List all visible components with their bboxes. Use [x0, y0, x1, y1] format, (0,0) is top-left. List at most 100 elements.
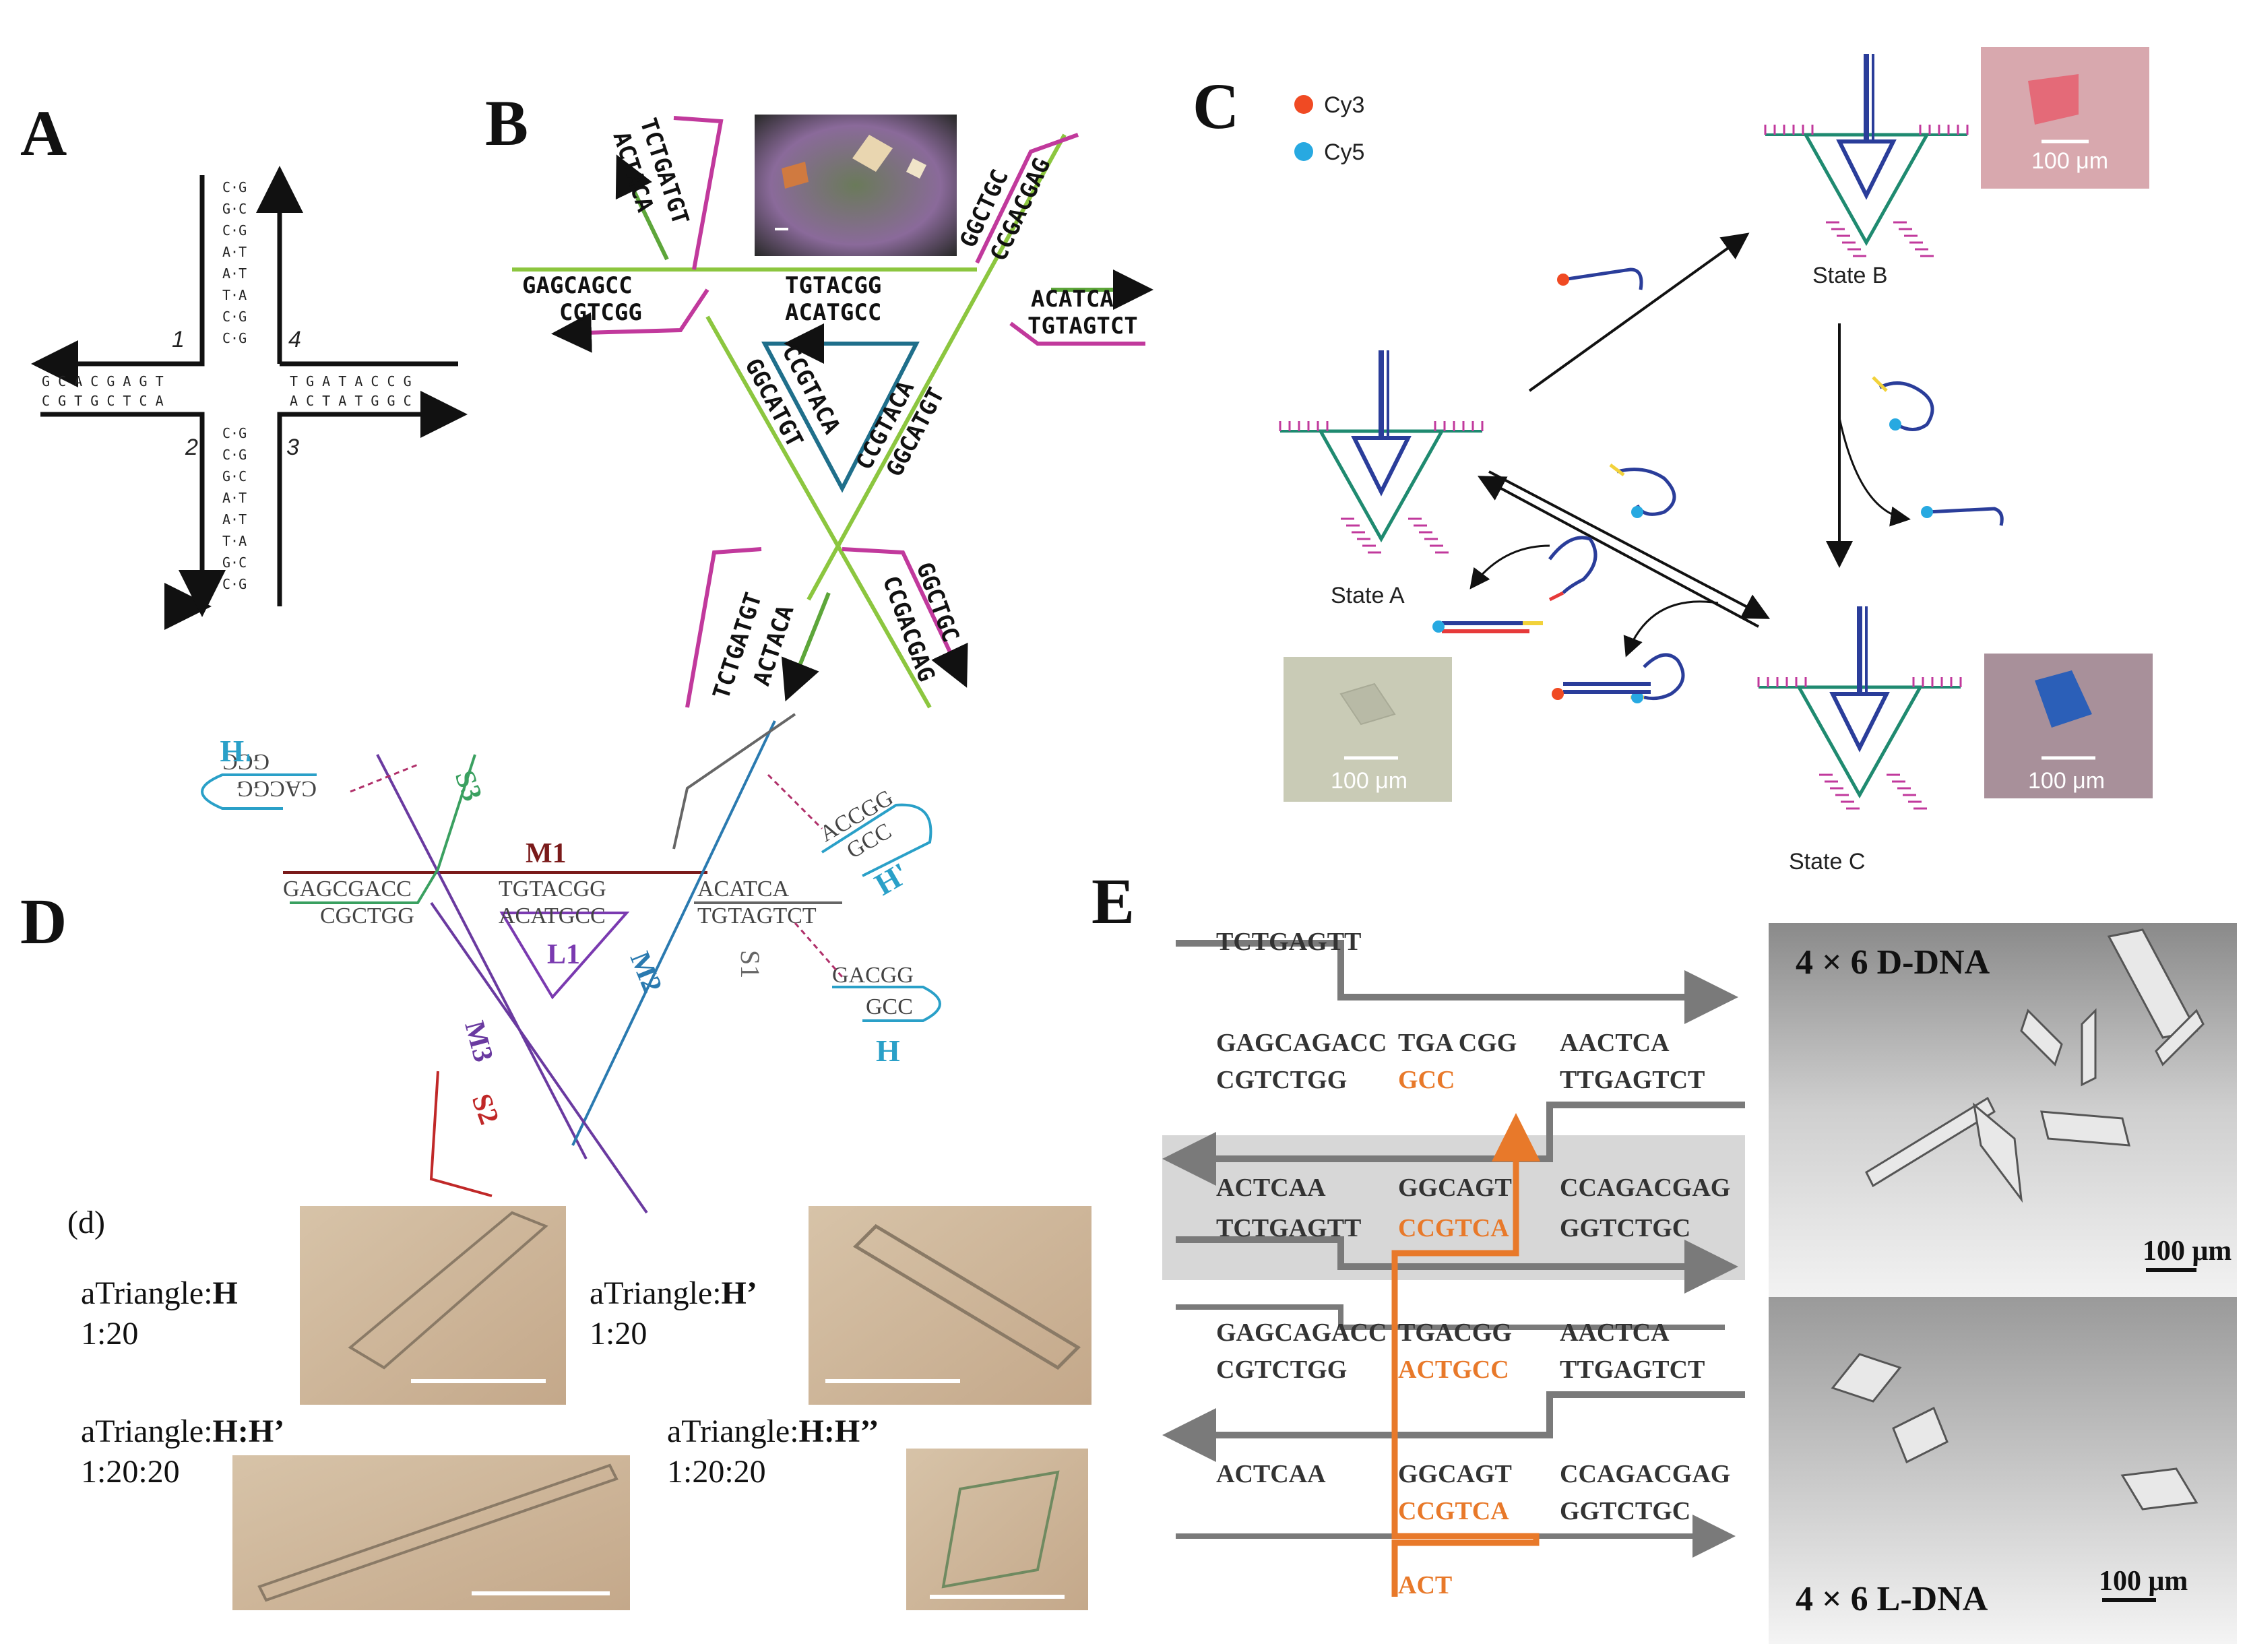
seq-right-bottom: TGTAGTCT — [1027, 313, 1138, 340]
legend-cy5: Cy5 — [1324, 139, 1364, 165]
panel-letter-e: E — [1091, 865, 1135, 937]
panel-c-switch: Cy3 Cy5 State A State B State C — [1279, 47, 2153, 875]
strand-1 — [31, 175, 205, 387]
free-strand-6 — [1631, 653, 1685, 703]
img1-ratio: 1:20 — [81, 1316, 138, 1352]
strand-3 — [277, 412, 458, 606]
state-b-label: State B — [1812, 263, 1888, 288]
img3-name: aTriangle: — [81, 1413, 213, 1449]
svg-text:GCC: GCC — [222, 749, 270, 774]
label-h-prime: H' — [869, 856, 915, 901]
scale-label-e-bottom: 100 μm — [2099, 1566, 2188, 1597]
seq-d-center-bottom: ACATGCC — [499, 903, 606, 928]
state-a-triangle — [1279, 350, 1484, 554]
arm-number-3: 3 — [286, 435, 299, 460]
scale-label-a: 100 μm — [1331, 768, 1407, 794]
seq-d-right-bottom: TGTAGTCT — [697, 903, 817, 928]
strand-seq-top-left: G C A C G A G T — [42, 373, 164, 389]
crystal-photo-d2 — [809, 1206, 1091, 1405]
lattice-seq: CGTCTGG — [1216, 1356, 1347, 1384]
base-pair: C·G — [222, 179, 247, 195]
scale-label-e-top: 100 μm — [2143, 1236, 2232, 1267]
seq-d-center-top: TGTACGG — [499, 877, 606, 901]
lattice-seq: ACTGCC — [1398, 1356, 1509, 1384]
cy3-dot — [1294, 95, 1313, 114]
hairpin-h-prime: ACCGG GCC H' — [816, 785, 932, 902]
lattice-seq: ACTCAA — [1216, 1460, 1326, 1488]
base-pair: T·A — [222, 533, 247, 549]
panel-b-triangle: GAGCAGCC CGTCGG TGTACGG ACATGCC ACATCA T… — [512, 115, 1153, 709]
seq-left-bottom: CGTCGG — [559, 299, 642, 326]
strand-seq-bottom-left: C G T G C T C A — [42, 393, 164, 409]
lattice-seq: GGCAGT — [1398, 1460, 1512, 1488]
lattice-seq: GCC — [1398, 1066, 1455, 1094]
strand-seq-top-right: T G A T A C C G — [290, 373, 412, 389]
lattice-seq: TGACGG — [1398, 1319, 1512, 1347]
lattice-seq: ACT — [1398, 1571, 1452, 1599]
state-c-label: State C — [1789, 849, 1865, 875]
seq-center-bottom: ACATGCC — [785, 299, 881, 326]
svg-text:GACGG: GACGG — [832, 963, 914, 988]
label-h-top: 'H — [220, 734, 253, 769]
state-b-triangle — [1764, 54, 1969, 257]
svg-text:aTriangle:H: aTriangle:H — [81, 1275, 238, 1311]
img1-bold: H — [213, 1275, 238, 1311]
base-pair: T·A — [222, 287, 247, 303]
arm-number-4: 4 — [288, 327, 301, 352]
img4-ratio: 1:20:20 — [667, 1454, 766, 1490]
label-m3: M3 — [458, 1018, 499, 1065]
base-pair: A·T — [222, 511, 247, 528]
base-pair: A·T — [222, 490, 247, 506]
hairpin-h: GACGG GCC H — [832, 963, 941, 1068]
img2-name: aTriangle: — [590, 1275, 722, 1311]
base-pair: C·G — [222, 447, 247, 463]
base-pair: C·G — [222, 309, 247, 325]
img4-bold: H:H’’ — [799, 1413, 879, 1449]
scale-label-c: 100 μm — [2028, 768, 2105, 794]
state-a-label: State A — [1331, 583, 1405, 608]
base-pair: C·G — [222, 222, 247, 239]
panel-d-images: (d) aTriangle:H 1:20 aTriangle:H’ 1:20 a… — [67, 1205, 1091, 1610]
label-s1: S1 — [735, 950, 765, 978]
base-pairs-upper: C·GG·CC·GA·TA·TT·AC·GC·G — [222, 179, 247, 346]
lattice-seq: AACTCA — [1560, 1319, 1670, 1347]
lattice-seq: ACTCAA — [1216, 1174, 1326, 1202]
lattice-seq: GAGCAGACC — [1216, 1029, 1387, 1057]
free-strand-3 — [1921, 506, 2004, 526]
svg-text:aTriangle:H:H’: aTriangle:H:H’ — [81, 1413, 284, 1449]
legend-cy3: Cy3 — [1324, 92, 1364, 118]
lattice-seq: GGTCTGC — [1560, 1497, 1690, 1525]
img4-name: aTriangle: — [667, 1413, 799, 1449]
svg-text:GCC: GCC — [866, 994, 913, 1019]
seq-m1-top: GAGCGACC — [283, 877, 412, 901]
svg-text:aTriangle:H:H’’: aTriangle:H:H’’ — [667, 1413, 879, 1449]
lattice-seq: TTGAGTCT — [1560, 1356, 1705, 1384]
crystal-photo-state-b — [1981, 47, 2149, 189]
svg-text:aTriangle:H’: aTriangle:H’ — [590, 1275, 757, 1311]
free-strand-5 — [1548, 536, 1597, 602]
lattice-seq: GAGCAGACC — [1216, 1319, 1387, 1347]
panel-letter-a: A — [20, 97, 67, 169]
img1-name: aTriangle: — [81, 1275, 213, 1311]
base-pair: A·T — [222, 244, 247, 260]
free-strand-2 — [1872, 376, 1934, 431]
img2-bold: H’ — [722, 1275, 757, 1311]
base-pair: A·T — [222, 265, 247, 282]
strand-seq-bottom-right: A C T A T G G C — [290, 393, 412, 409]
state-c-triangle — [1757, 606, 1962, 810]
label-l1: L1 — [547, 939, 580, 970]
lattice-seq: GGCAGT — [1398, 1174, 1512, 1202]
img3-bold: H:H’ — [213, 1413, 285, 1449]
lattice-seq: TCTGAGTT — [1216, 928, 1361, 956]
lattice-seq: TCTGAGTT — [1216, 1214, 1361, 1242]
sublabel-d: (d) — [67, 1205, 105, 1240]
panel-d-triangle: M1 M3 M2 L1 S1 S2 S3 GAGCGACC CGCTGG TGT… — [201, 713, 941, 1214]
img2-ratio: 1:20 — [590, 1316, 647, 1352]
label-m2: M2 — [624, 948, 668, 997]
lattice-seq: CCGTCA — [1398, 1214, 1509, 1242]
base-pair: G·C — [222, 554, 247, 571]
seq-left-top: GAGCAGCC — [522, 272, 633, 299]
